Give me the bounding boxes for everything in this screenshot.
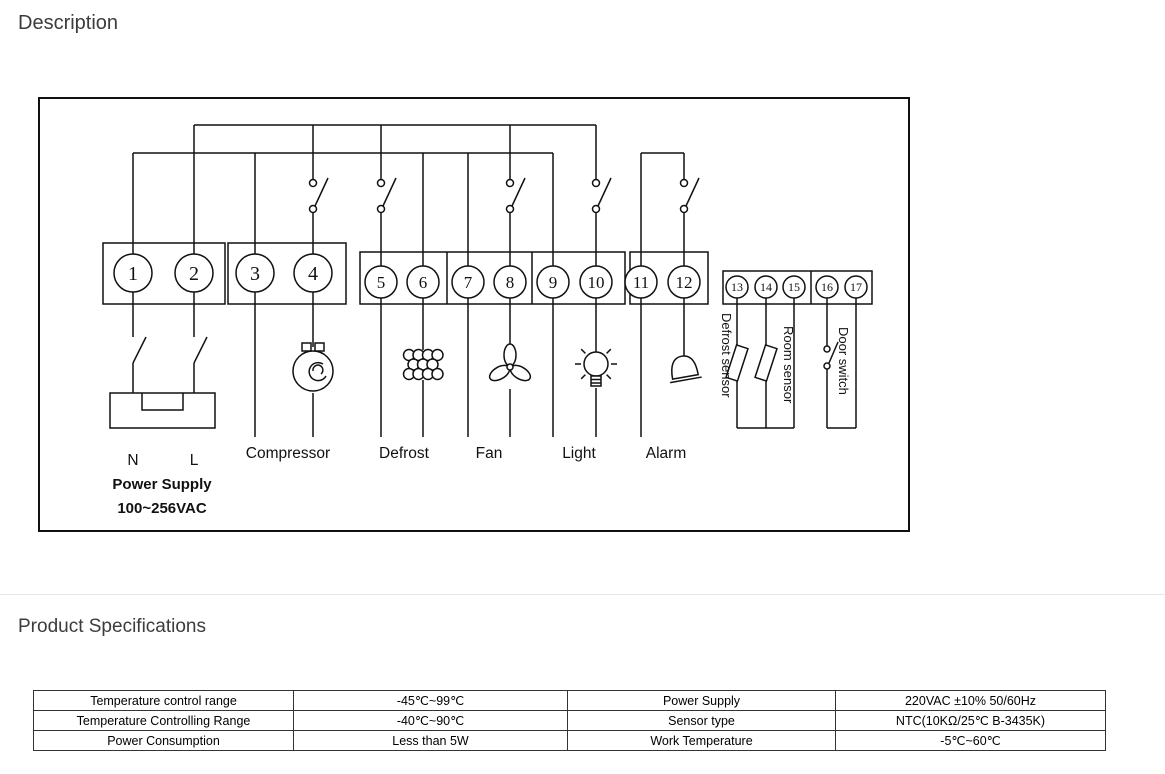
diagram-border — [38, 97, 910, 532]
room-sensor-icon — [754, 344, 778, 382]
specifications-heading: Product Specifications — [18, 616, 206, 637]
relay-switch-defrost-icon — [376, 177, 397, 214]
spec-cell: -40℃~90℃ — [293, 710, 568, 731]
spec-cell: Temperature control range — [33, 690, 294, 711]
terminal-number: 17 — [850, 280, 862, 294]
defrost-label: Defrost — [379, 445, 430, 462]
line-label: L — [190, 452, 199, 469]
section-divider — [0, 594, 1165, 595]
power-plug-icon — [109, 392, 216, 429]
power-supply-label: Power Supply — [112, 476, 212, 493]
neutral-label: N — [127, 452, 138, 469]
terminal-16: 16 — [815, 275, 839, 299]
room-sensor-label: Room sensor — [781, 326, 796, 404]
terminal-7: 7 — [451, 265, 485, 299]
terminal-15: 15 — [782, 275, 806, 299]
spec-cell: -5℃~60℃ — [835, 730, 1106, 751]
terminal-blocks — [102, 242, 873, 305]
defrost-sensor-icon — [725, 344, 749, 382]
terminal-number: 6 — [419, 273, 428, 292]
wiring-diagram-figure: 1 2 3 4 5 6 7 8 9 10 11 12 13 14 15 16 1… — [38, 97, 910, 532]
spec-cell: Less than 5W — [293, 730, 568, 751]
defrost-sensor-label: Defrost sensor — [719, 313, 734, 398]
terminal-number: 5 — [377, 273, 386, 292]
light-bulb-icon — [575, 348, 617, 387]
power-break-icon — [132, 336, 208, 364]
alarm-label: Alarm — [646, 445, 686, 462]
spec-cell: Temperature Controlling Range — [33, 710, 294, 731]
spec-row: Power Consumption Less than 5W Work Temp… — [33, 730, 1106, 751]
spec-cell: Sensor type — [567, 710, 836, 731]
terminal-number: 10 — [588, 273, 605, 292]
terminal-number: 8 — [506, 273, 515, 292]
spec-cell: NTC(10KΩ/25℃ B-3435K) — [835, 710, 1106, 731]
light-label: Light — [562, 445, 596, 462]
relay-switch-light-icon — [591, 177, 612, 214]
specifications-table: Temperature control range -45℃~99℃ Power… — [33, 690, 1106, 751]
terminal-number: 1 — [128, 263, 138, 285]
spec-cell: Work Temperature — [567, 730, 836, 751]
terminal-12: 12 — [667, 265, 701, 299]
terminal-number: 7 — [464, 273, 473, 292]
power-voltage-label: 100~256VAC — [117, 500, 207, 517]
compressor-label: Compressor — [246, 445, 330, 462]
defrost-heater-icon — [402, 348, 444, 381]
wiring-lines — [132, 124, 857, 437]
terminal-17: 17 — [844, 275, 868, 299]
terminal-number: 2 — [189, 263, 199, 285]
terminal-number: 3 — [250, 263, 260, 285]
door-switch-label: Door switch — [836, 327, 851, 395]
terminal-11: 11 — [624, 265, 658, 299]
terminal-10: 10 — [579, 265, 613, 299]
terminal-1: 1 — [113, 253, 153, 293]
terminal-number: 16 — [821, 280, 833, 294]
relay-switch-compressor-icon — [308, 177, 329, 214]
spec-cell: -45℃~99℃ — [293, 690, 568, 711]
terminal-number: 12 — [676, 273, 693, 292]
terminal-8: 8 — [493, 265, 527, 299]
terminal-number: 13 — [731, 280, 743, 294]
terminal-number: 14 — [760, 280, 772, 294]
spec-cell: 220VAC ±10% 50/60Hz — [835, 690, 1106, 711]
terminal-number: 4 — [308, 263, 318, 285]
terminal-3: 3 — [235, 253, 275, 293]
relay-switch-alarm-icon — [679, 177, 700, 214]
alarm-bell-icon — [670, 355, 702, 384]
terminal-9: 9 — [536, 265, 570, 299]
description-heading: Description — [18, 12, 119, 34]
terminal-number: 15 — [788, 280, 800, 294]
terminal-6: 6 — [406, 265, 440, 299]
fan-icon — [488, 343, 532, 382]
spec-cell: Power Consumption — [33, 730, 294, 751]
terminal-4: 4 — [293, 253, 333, 293]
compressor-icon — [292, 342, 334, 392]
spec-row: Temperature control range -45℃~99℃ Power… — [33, 690, 1106, 711]
terminal-number: 9 — [549, 273, 558, 292]
terminal-5: 5 — [364, 265, 398, 299]
terminal-14: 14 — [754, 275, 778, 299]
fan-label: Fan — [476, 445, 503, 462]
terminal-2: 2 — [174, 253, 214, 293]
spec-cell: Power Supply — [567, 690, 836, 711]
door-switch-icon — [823, 341, 839, 370]
spec-row: Temperature Controlling Range -40℃~90℃ S… — [33, 710, 1106, 731]
terminal-13: 13 — [725, 275, 749, 299]
wiring-diagram: 1 2 3 4 5 6 7 8 9 10 11 12 13 14 15 16 1… — [38, 97, 910, 532]
terminal-number: 11 — [633, 273, 649, 292]
relay-switch-fan-icon — [505, 177, 526, 214]
